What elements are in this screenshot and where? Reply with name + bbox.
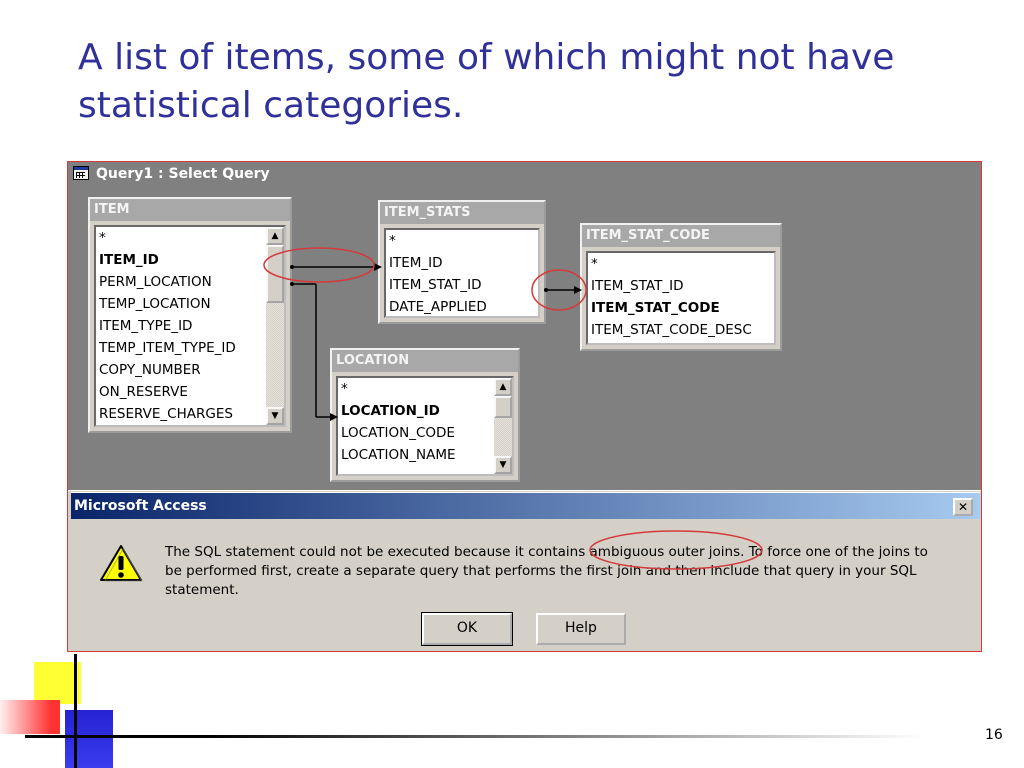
field-code-item-stat-id[interactable]: ITEM_STAT_ID <box>591 278 684 294</box>
slide-decoration-blue <box>65 710 113 768</box>
query-window-icon <box>73 166 89 180</box>
field-stats-item-stat-id[interactable]: ITEM_STAT_ID <box>389 277 482 293</box>
message-dialog: Microsoft Access ✕ The SQL statement cou… <box>71 492 980 651</box>
table-item-stat-code-title[interactable]: ITEM_STAT_CODE <box>582 225 780 247</box>
join-end-dot <box>544 288 548 292</box>
join-arrow-icon <box>574 286 582 294</box>
join-arrow-icon <box>374 263 382 271</box>
scroll-up-button[interactable]: ▲ <box>266 227 284 245</box>
slide-title: A list of items, some of which might not… <box>78 37 895 126</box>
query-window-title: Query1 : Select Query <box>96 166 270 182</box>
table-item-stats[interactable]: ITEM_STATS * ITEM_ID ITEM_STAT_ID DATE_A… <box>378 200 546 324</box>
scroll-down-button[interactable]: ▼ <box>266 407 284 425</box>
field-item-id[interactable]: ITEM_ID <box>99 252 159 268</box>
screenshot-frame: Query1 : Select Query ITEM * ITEM_ID PER… <box>67 161 982 652</box>
slide-decoration-horizontal-line <box>25 735 925 738</box>
table-location[interactable]: LOCATION * LOCATION_ID LOCATION_CODE LOC… <box>330 348 520 482</box>
field-code-all[interactable]: * <box>591 256 598 272</box>
field-temp-location[interactable]: TEMP_LOCATION <box>99 296 211 312</box>
field-item-type-id[interactable]: ITEM_TYPE_ID <box>99 318 193 334</box>
dialog-titlebar[interactable]: Microsoft Access <box>71 493 980 519</box>
field-copy-number[interactable]: COPY_NUMBER <box>99 362 201 378</box>
field-perm-location[interactable]: PERM_LOCATION <box>99 274 212 290</box>
field-stats-item-id[interactable]: ITEM_ID <box>389 255 443 271</box>
join-lines <box>290 263 582 421</box>
field-location-all[interactable]: * <box>341 381 348 397</box>
field-location-name[interactable]: LOCATION_NAME <box>341 447 456 463</box>
field-on-reserve[interactable]: ON_RESERVE <box>99 384 188 400</box>
field-item-all[interactable]: * <box>99 230 106 246</box>
slide-decoration-yellow <box>34 662 81 704</box>
ok-button[interactable]: OK <box>421 612 513 646</box>
field-stats-all[interactable]: * <box>389 233 396 249</box>
help-button[interactable]: Help <box>536 613 626 645</box>
warning-icon <box>100 545 143 582</box>
table-item-stats-title[interactable]: ITEM_STATS <box>380 202 544 224</box>
table-item-stat-code-field-list[interactable]: * ITEM_STAT_ID ITEM_STAT_CODE ITEM_STAT_… <box>586 251 776 345</box>
field-reserve-charges[interactable]: RESERVE_CHARGES <box>99 406 233 422</box>
dialog-message-line: The SQL statement could not be executed … <box>165 544 928 560</box>
join-end-dot <box>290 265 294 269</box>
field-temp-item-type-id[interactable]: TEMP_ITEM_TYPE_ID <box>99 340 236 356</box>
join-arrow-icon <box>330 413 338 421</box>
query-window-titlebar[interactable]: Query1 : Select Query <box>68 162 981 186</box>
table-item-stats-field-list[interactable]: * ITEM_ID ITEM_STAT_ID DATE_APPLIED <box>384 228 540 318</box>
scroll-up-button[interactable]: ▲ <box>494 378 512 396</box>
dialog-message-line: be performed first, create a separate qu… <box>165 563 917 579</box>
dialog-message-line: statement. <box>165 582 239 598</box>
table-location-scrollbar[interactable]: ▲ ▼ <box>494 378 512 474</box>
slide-decoration-red <box>0 700 60 734</box>
field-date-applied[interactable]: DATE_APPLIED <box>389 299 487 315</box>
page-number: 16 <box>985 727 1003 743</box>
slide-decoration-vertical-line <box>74 654 77 768</box>
field-location-id[interactable]: LOCATION_ID <box>341 403 440 419</box>
scroll-thumb[interactable] <box>494 396 512 418</box>
dialog-close-button[interactable]: ✕ <box>953 498 973 516</box>
field-item-stat-code-desc[interactable]: ITEM_STAT_CODE_DESC <box>591 322 752 338</box>
table-location-field-list[interactable]: * LOCATION_ID LOCATION_CODE LOCATION_NAM… <box>336 376 514 476</box>
table-location-title[interactable]: LOCATION <box>332 350 518 372</box>
table-item-title[interactable]: ITEM <box>90 199 290 221</box>
join-end-dot <box>290 282 294 286</box>
table-item-stat-code[interactable]: ITEM_STAT_CODE * ITEM_STAT_ID ITEM_STAT_… <box>580 223 782 351</box>
scroll-down-button[interactable]: ▼ <box>494 456 512 474</box>
field-location-code[interactable]: LOCATION_CODE <box>341 425 455 441</box>
dialog-message: The SQL statement could not be executed … <box>165 543 965 600</box>
field-item-stat-code[interactable]: ITEM_STAT_CODE <box>591 300 720 316</box>
